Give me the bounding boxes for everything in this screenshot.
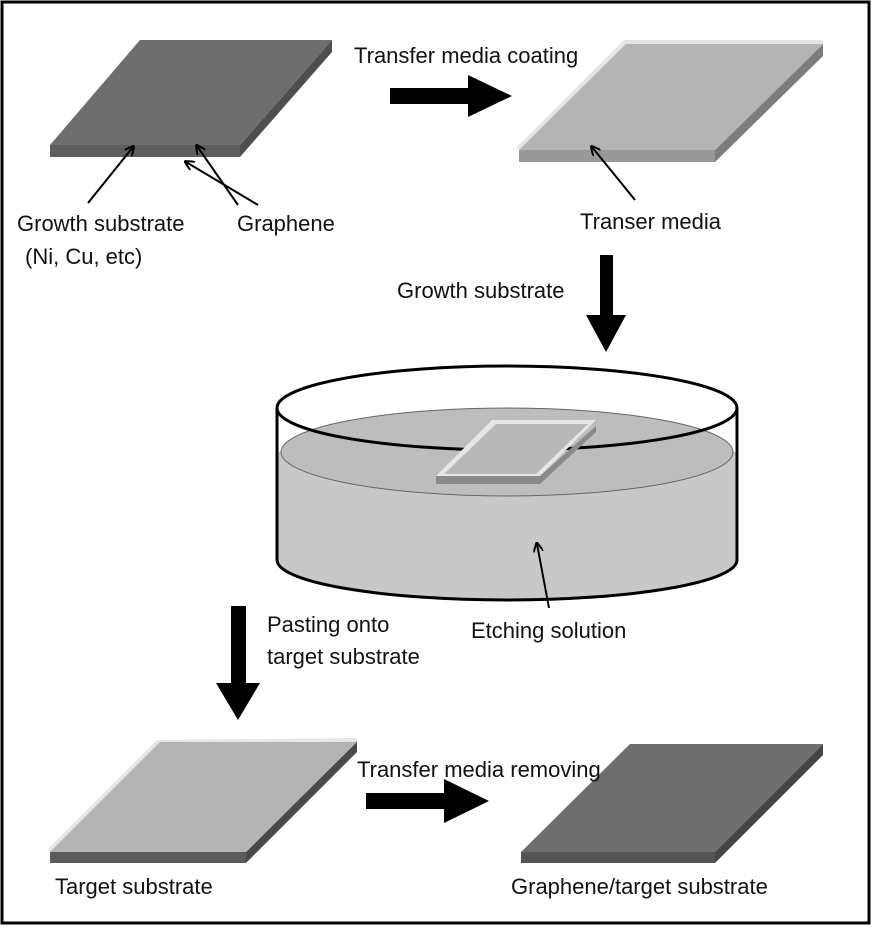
label-transfer-media: Transer media: [580, 209, 722, 234]
label-pasting-line1: Pasting onto: [267, 612, 389, 637]
coated-substrate-slab: [517, 40, 823, 162]
arrow-down-etch: [586, 255, 626, 352]
pointer-etching-solution: [537, 544, 550, 609]
pointer-graphene-1: [197, 146, 239, 206]
label-growth-substrate-materials: (Ni, Cu, etc): [25, 244, 142, 269]
target-substrate-slab: [48, 738, 357, 863]
pointer-growth-substrate: [87, 147, 133, 204]
pointer-graphene-2: [186, 162, 259, 206]
label-growth-substrate: Growth substrate: [17, 211, 185, 236]
pointer-transfer-media: [592, 147, 636, 201]
label-graphene-target-substrate: Graphene/target substrate: [511, 874, 768, 899]
label-growth-substrate-etch: Growth substrate: [397, 278, 565, 303]
label-transfer-media-removing: Transfer media removing: [357, 757, 601, 782]
growth-substrate-slab: [50, 40, 332, 157]
label-etching-solution: Etching solution: [471, 618, 626, 643]
label-target-substrate: Target substrate: [55, 874, 213, 899]
arrow-right-coating: [390, 75, 512, 117]
label-transfer-media-coating: Transfer media coating: [354, 43, 578, 68]
etching-dish: [275, 364, 739, 602]
arrow-down-paste: [216, 606, 260, 720]
graphene-target-slab: [521, 744, 823, 863]
label-pasting-line2: target substrate: [267, 644, 420, 669]
arrow-right-removing: [366, 779, 489, 823]
label-graphene: Graphene: [237, 211, 335, 236]
